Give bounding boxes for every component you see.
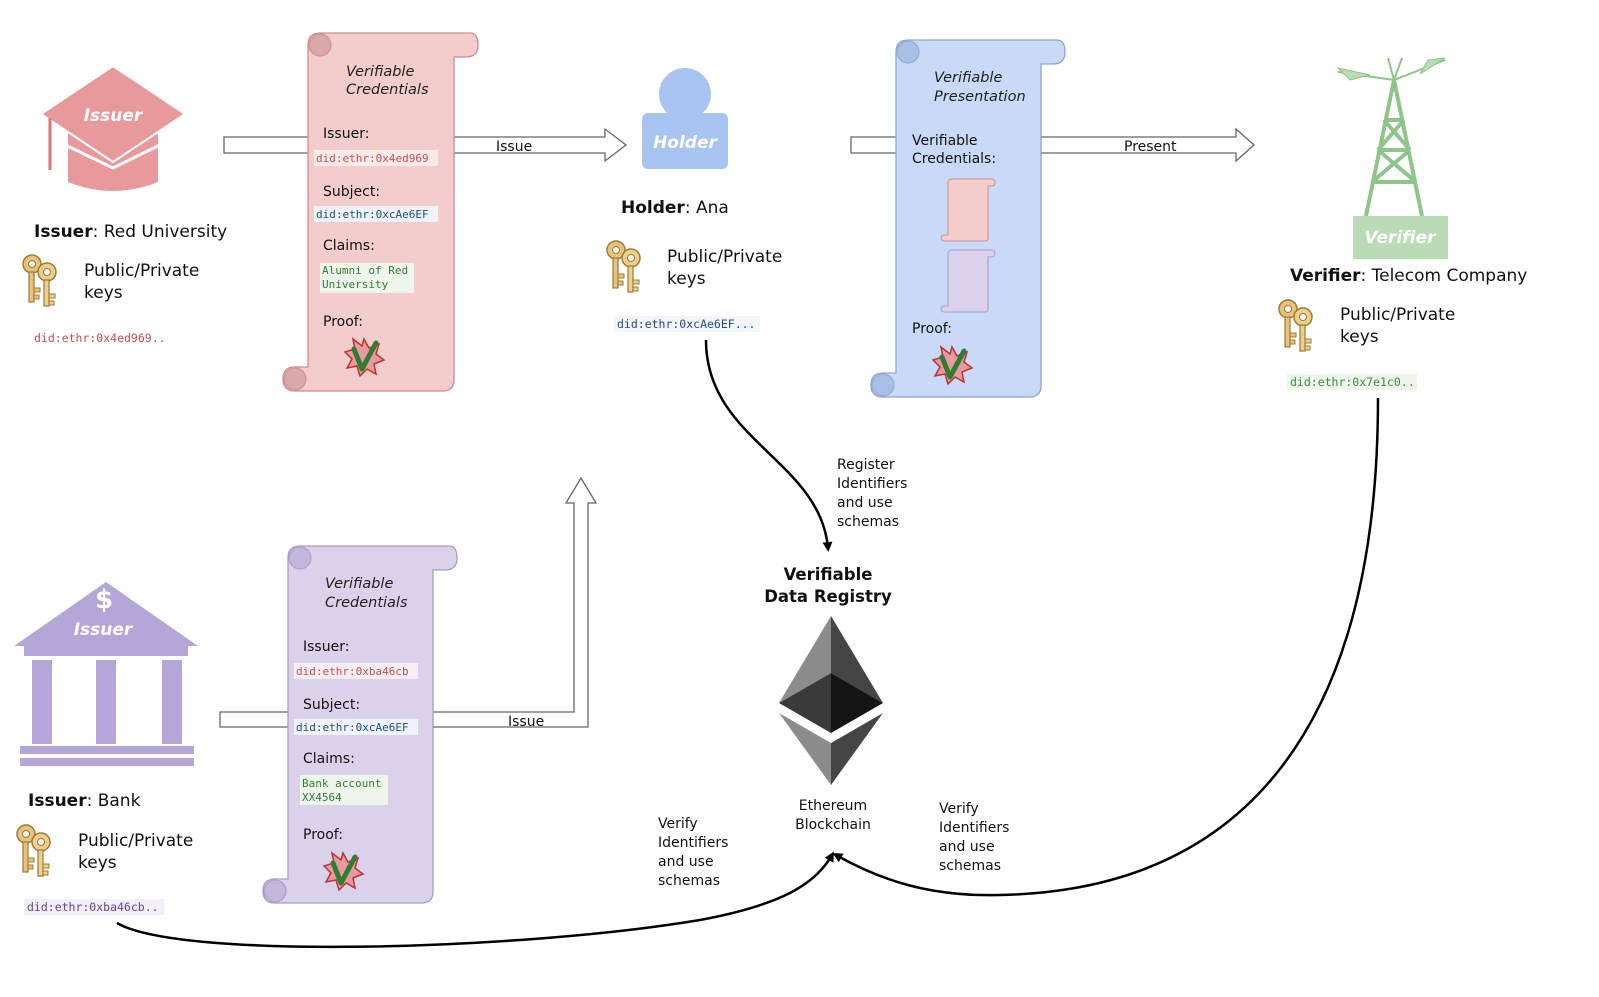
red-issuer-did: did:ethr:0x4ed969.. [34,331,166,345]
presentation-proof-label: Proof: [912,321,952,337]
keys-icon [22,254,57,307]
red-cred-claim-2: University [322,278,389,291]
red-cred-subject-label: Subject: [323,184,380,200]
presentation-title-1: Verifiable [934,70,1002,86]
bank-dollar-sign: $ [95,585,113,615]
registry-title-2: Data Registry [764,587,892,606]
note-line: and use [837,495,893,511]
holder-title: Holder: Ana [621,198,729,218]
bank-cred-claim-2: XX4564 [302,791,342,804]
red-issuer-keys-label-1: Public/Private [84,261,199,281]
note-line: schemas [658,873,720,889]
present-label: Present [1124,139,1177,155]
verifier-icon-label: Verifier [1365,228,1438,248]
holder-did: did:ethr:0xcAe6EF... [617,317,755,331]
verifier-keys-label-1: Public/Private [1340,305,1455,325]
bank-building-icon: $ Issuer [14,582,198,766]
note-line: Verify [658,816,698,832]
note-line: and use [658,854,714,870]
verify-note-right: Verify Identifiers and use schemas [939,801,1009,874]
issue-label-bottom: Issue [508,714,544,730]
presentation-vc-label-2: Credentials: [912,151,996,167]
keys-icon [606,240,641,293]
holder-keys-label-2: keys [667,269,706,289]
red-cred-claim-1: Alumni of Red [322,264,408,277]
red-cred-title-2: Credentials [346,82,429,98]
bank-cred-title-1: Verifiable [325,576,393,592]
verifier-did: did:ethr:0x7e1c0.. [1290,375,1415,389]
bank-issuer-did: did:ethr:0xba46cb.. [27,900,159,914]
ethereum-logo-icon [779,616,883,785]
verify-note-left: Verify Identifiers and use schemas [658,816,728,889]
register-note: Register Identifiers and use schemas [837,457,907,530]
registry-label-2: Blockchain [795,817,871,833]
bank-cred-proof-label: Proof: [303,827,343,843]
holder-keys-label-1: Public/Private [667,247,782,267]
bank-issuer-keys-label-1: Public/Private [78,831,193,851]
presentation-vc-label-1: Verifiable [912,133,978,149]
bank-cred-subject-did: did:ethr:0xcAe6EF [296,721,409,734]
verifier-title: Verifier: Telecom Company [1290,266,1527,286]
bank-cred-subject-label: Subject: [303,697,360,713]
red-issuer-title: Issuer: Red University [34,222,227,242]
keys-icon [1278,299,1313,352]
red-issuer-icon-label: Issuer [84,106,144,126]
verifier-keys-label-2: keys [1340,327,1379,347]
verify-arrow-right [832,397,1380,897]
note-line: Verify [939,801,979,817]
bank-cred-claims-label: Claims: [303,751,355,767]
red-cred-subject-did: did:ethr:0xcAe6EF [316,208,429,221]
red-issuer-keys-label-2: keys [84,283,123,303]
note-line: schemas [939,858,1001,874]
bank-cred-claim-1: Bank account [302,777,381,790]
bank-issuer-title: Issuer: Bank [28,791,141,811]
issue-label-top: Issue [496,139,532,155]
registry-title-1: Verifiable [784,565,873,584]
holder-person-icon: Holder [642,68,728,169]
bank-issuer-keys-label-2: keys [78,853,117,873]
verifier-tower-icon: Verifier [1336,57,1448,259]
bank-cred-issuer-label: Issuer: [303,639,349,655]
verify-arrow-left [116,851,834,949]
bank-cred-issuer-did: did:ethr:0xba46cb [296,665,409,678]
note-line: Identifiers [837,476,907,492]
bank-issuer-icon-label: Issuer [74,620,134,640]
registry-label-1: Ethereum [799,798,867,814]
register-arrow [704,339,833,552]
note-line: Identifiers [939,820,1009,836]
holder-icon-label: Holder [653,133,718,153]
note-line: and use [939,839,995,855]
mini-red-credential-icon [940,178,996,242]
red-cred-issuer-label: Issuer: [323,126,369,142]
red-cred-issuer-did: did:ethr:0x4ed969 [316,152,429,165]
note-line: Identifiers [658,835,728,851]
keys-icon [16,824,51,877]
red-cred-title-1: Verifiable [346,64,414,80]
red-issuer-icon: Issuer [39,64,187,191]
note-line: Register [837,457,895,473]
bank-cred-title-2: Credentials [325,595,408,611]
red-cred-proof-label: Proof: [323,314,363,330]
note-line: schemas [837,514,899,530]
presentation-title-2: Presentation [934,89,1026,105]
mini-purple-credential-icon [940,249,996,313]
red-cred-claims-label: Claims: [323,238,375,254]
